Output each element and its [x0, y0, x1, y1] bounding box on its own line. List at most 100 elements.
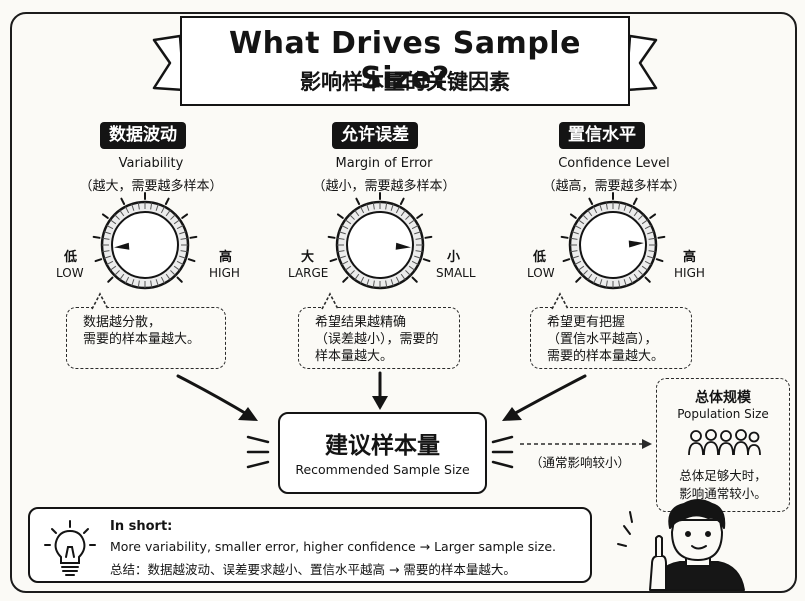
dial-ridge	[395, 206, 400, 214]
bubble-line: （置信水平越高），	[547, 332, 658, 347]
dial-ridge	[405, 214, 411, 220]
dial-ridge	[648, 250, 656, 253]
dial-ridge	[623, 279, 627, 287]
summary-box: In short: More variability, smaller erro…	[28, 507, 592, 583]
dial-ridge	[109, 219, 117, 225]
dial-icon	[92, 192, 198, 290]
dial-ridge	[400, 209, 406, 217]
dial-ridge	[349, 270, 355, 276]
dial-ridge	[390, 279, 394, 287]
dial-tick	[588, 197, 594, 206]
dial-icon	[560, 192, 666, 290]
dial-ridge	[372, 280, 375, 288]
dial-tick	[569, 213, 577, 219]
dial-tick	[649, 213, 657, 219]
factor-zh-confidence: （越高，需要越多样本）	[542, 179, 686, 194]
bubble-line: 希望结果越精确	[315, 315, 407, 330]
dial-ridge	[366, 203, 370, 211]
dial-ridge	[119, 273, 125, 281]
dial-ridge	[114, 214, 120, 220]
dial-ridge	[599, 279, 603, 287]
population-size-box: 总体规模 Population Size 总体足够大时， 影响通常较小。	[656, 378, 790, 512]
population-en: Population Size	[677, 407, 769, 421]
dial-ridge	[390, 203, 394, 211]
dial-ridge	[155, 279, 159, 287]
dial-ridge	[372, 202, 375, 210]
dial-tick	[411, 276, 418, 283]
dial-ridge	[360, 206, 365, 214]
bubble-line: 需要的样本量越大。	[547, 349, 665, 364]
summary-line-en: More variability, smaller error, higher …	[110, 539, 557, 554]
dial-ridge	[647, 231, 655, 235]
bubble-margin: 希望结果越精确 （误差越小），需要的 样本量越大。	[298, 307, 460, 369]
banner-ribbon-ends	[152, 34, 658, 92]
dial-ridge	[574, 260, 582, 265]
dial-left-zh: 大	[301, 250, 315, 265]
dial-ridge	[408, 219, 416, 225]
dial-ridge	[571, 255, 579, 259]
dial-ridge	[131, 203, 135, 211]
result-title-en: Recommended Sample Size	[295, 462, 470, 477]
population-note: 总体足够大时， 影响通常较小。	[657, 467, 789, 503]
factor-tag-variability: 数据波动	[100, 122, 186, 149]
dial-ridge	[103, 255, 111, 259]
dial-ridge	[599, 203, 603, 211]
dial-ridge	[349, 214, 355, 220]
dial-ridge	[641, 219, 649, 225]
dial-ridge	[160, 276, 165, 284]
dial-right-zh: 高	[219, 250, 233, 265]
dial-ridge	[180, 237, 188, 240]
dial-ridge	[165, 273, 171, 281]
title-banner: What Drives Sample Size? 影响样本量的关键因素	[180, 16, 630, 106]
dial-ridge	[385, 202, 388, 210]
dial-ridge	[106, 260, 114, 265]
dial-ridge	[176, 225, 184, 230]
person-illustration	[617, 499, 745, 591]
dial-ridge	[582, 214, 588, 220]
dial-knob	[346, 211, 414, 279]
dial-right-en: SMALL	[436, 266, 476, 280]
people-icon	[688, 429, 761, 456]
dial-ridge	[628, 206, 633, 214]
bubble-confidence: 希望更有把握 （置信水平越高）， 需要的样本量越大。	[530, 307, 692, 369]
dial-ridge	[354, 209, 360, 217]
dial-ridge	[344, 265, 352, 271]
dial-tick	[342, 276, 349, 283]
dial-ridge	[119, 209, 125, 217]
lightbulb-icon	[44, 520, 96, 576]
dial-tick	[92, 235, 101, 239]
dial-tick	[107, 276, 114, 283]
dial-ridge	[366, 279, 370, 287]
dial-ridge	[570, 250, 578, 253]
dial-right-zh: 高	[683, 250, 697, 265]
dial-ridge	[415, 250, 423, 253]
dial-tick	[94, 258, 103, 263]
bubble-line: 样本量越大。	[315, 349, 394, 364]
factor-zh-margin: （越小，需要越多样本）	[312, 179, 456, 194]
dial-ridge	[106, 225, 114, 230]
dial-ridge	[109, 265, 117, 271]
dial-left-en: LOW	[527, 266, 555, 280]
dial-tick	[399, 197, 405, 206]
dial-ridge	[641, 265, 649, 271]
dial-ridge	[647, 255, 655, 259]
dial-ridge	[344, 219, 352, 225]
dial-ridge	[173, 219, 181, 225]
dial-ridge	[179, 231, 187, 235]
dial-ridge	[337, 250, 345, 253]
dial-ridge	[577, 265, 585, 271]
dial-ridge	[125, 206, 130, 214]
dial-ridge	[114, 270, 120, 276]
population-note-line: 影响通常较小。	[679, 486, 767, 501]
dial-ridge	[638, 214, 644, 220]
summary-line-zh: 总结：数据越波动、误差要求越小、置信水平越高 → 需要的样本量越大。	[110, 562, 516, 577]
dial-tick	[336, 213, 344, 219]
dial-ridge	[102, 250, 110, 253]
dial-ridge	[103, 231, 111, 235]
dial-ridge	[582, 270, 588, 276]
dial-tick	[327, 235, 336, 239]
dial-tick	[120, 197, 126, 206]
dial-right-en: HIGH	[674, 266, 705, 280]
factor-tag-margin: 允许误差	[332, 122, 418, 149]
